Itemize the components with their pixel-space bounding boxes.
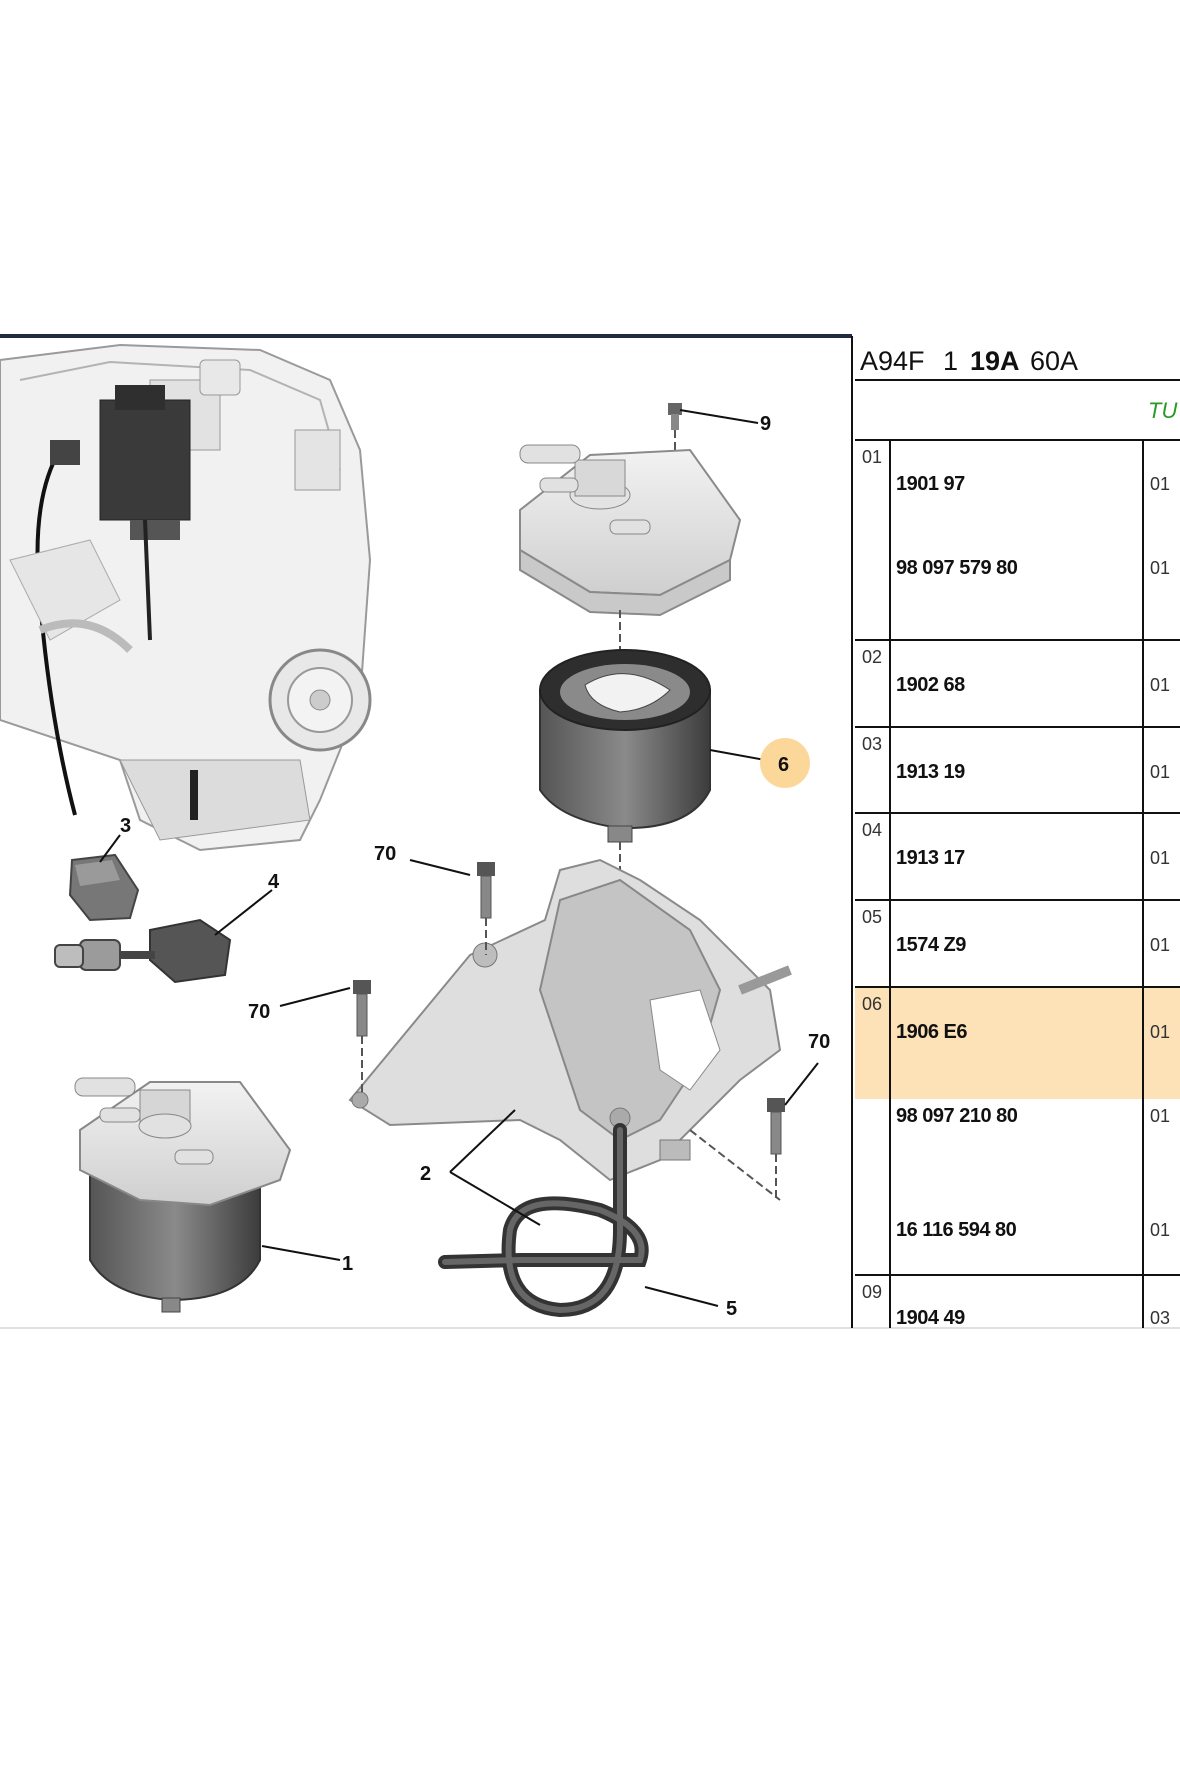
row-1-part[interactable]: 1901 97 bbox=[896, 473, 966, 495]
row-8-qty: 01 bbox=[1150, 1106, 1170, 1126]
bottom-blank-area bbox=[0, 1329, 1180, 1770]
part-6-filter-cartridge bbox=[539, 649, 711, 1130]
part-2-bracket bbox=[348, 858, 792, 1201]
parts-table: A94F 1 19A 60A TU 01 1901 97 01 98 097 5… bbox=[851, 336, 1180, 1329]
callout-5: 5 bbox=[726, 1298, 737, 1320]
row-9-part[interactable]: 16 116 594 80 bbox=[896, 1219, 1017, 1241]
part-4-sensor-harness bbox=[54, 918, 232, 984]
row-7-part[interactable]: 1906 E6 bbox=[896, 1021, 968, 1043]
row-9-qty: 01 bbox=[1150, 1220, 1170, 1240]
callout-2: 2 bbox=[420, 1163, 431, 1185]
filter-head-cover bbox=[519, 444, 742, 660]
callout-6-highlight bbox=[760, 738, 810, 788]
callout-9: 9 bbox=[760, 413, 771, 435]
part-1-filter-assembly bbox=[74, 1077, 292, 1313]
row-1-ref: 01 bbox=[862, 447, 882, 467]
row-7-qty: 01 bbox=[1150, 1022, 1170, 1042]
row-10-ref: 09 bbox=[862, 1282, 882, 1302]
row-6-qty: 01 bbox=[1150, 935, 1170, 955]
row-5-ref: 04 bbox=[862, 820, 882, 840]
row-8-part[interactable]: 98 097 210 80 bbox=[896, 1105, 1018, 1127]
callout-70-left: 70 bbox=[248, 1001, 270, 1023]
callout-70-right: 70 bbox=[808, 1031, 830, 1053]
row-4-ref: 03 bbox=[862, 734, 882, 754]
callout-1: 1 bbox=[342, 1253, 353, 1275]
engine-illustration bbox=[0, 343, 372, 852]
bolt-70-upper bbox=[477, 862, 495, 955]
callout-70-upper: 70 bbox=[374, 843, 396, 865]
row-3-part[interactable]: 1902 68 bbox=[896, 674, 966, 696]
row-1-qty: 01 bbox=[1150, 474, 1170, 494]
callout-6: 6 bbox=[778, 754, 789, 776]
part-5-hose bbox=[438, 1123, 649, 1318]
callout-3: 3 bbox=[120, 815, 131, 837]
row-3-qty: 01 bbox=[1150, 675, 1170, 695]
row-5-qty: 01 bbox=[1150, 848, 1170, 868]
row-10-qty: 03 bbox=[1150, 1308, 1170, 1328]
row-6-ref: 05 bbox=[862, 907, 882, 927]
row-5-part[interactable]: 1913 17 bbox=[896, 847, 966, 869]
header-code-a: A94F bbox=[860, 346, 925, 376]
part-3-sensor bbox=[68, 853, 140, 922]
bolt-70-right bbox=[767, 1098, 785, 1200]
header-code-b: 1 bbox=[943, 346, 958, 376]
row-6-part[interactable]: 1574 Z9 bbox=[896, 934, 967, 956]
header-green-label: TU bbox=[1148, 398, 1177, 423]
row-4-qty: 01 bbox=[1150, 762, 1170, 782]
row-4-part[interactable]: 1913 19 bbox=[896, 761, 966, 783]
callout-4: 4 bbox=[268, 871, 280, 893]
row-7-ref: 06 bbox=[862, 994, 882, 1014]
row-10-part[interactable]: 1904 49 bbox=[896, 1307, 966, 1329]
header-code-d: 60A bbox=[1030, 346, 1078, 376]
leader-lines bbox=[99, 409, 819, 1307]
row-2-part[interactable]: 98 097 579 80 bbox=[896, 557, 1018, 579]
bolt-70-left bbox=[353, 980, 371, 1095]
row-highlight bbox=[855, 987, 1180, 1099]
row-3-ref: 02 bbox=[862, 647, 882, 667]
row-2-qty: 01 bbox=[1150, 558, 1170, 578]
header-code-c: 19A bbox=[970, 346, 1020, 376]
